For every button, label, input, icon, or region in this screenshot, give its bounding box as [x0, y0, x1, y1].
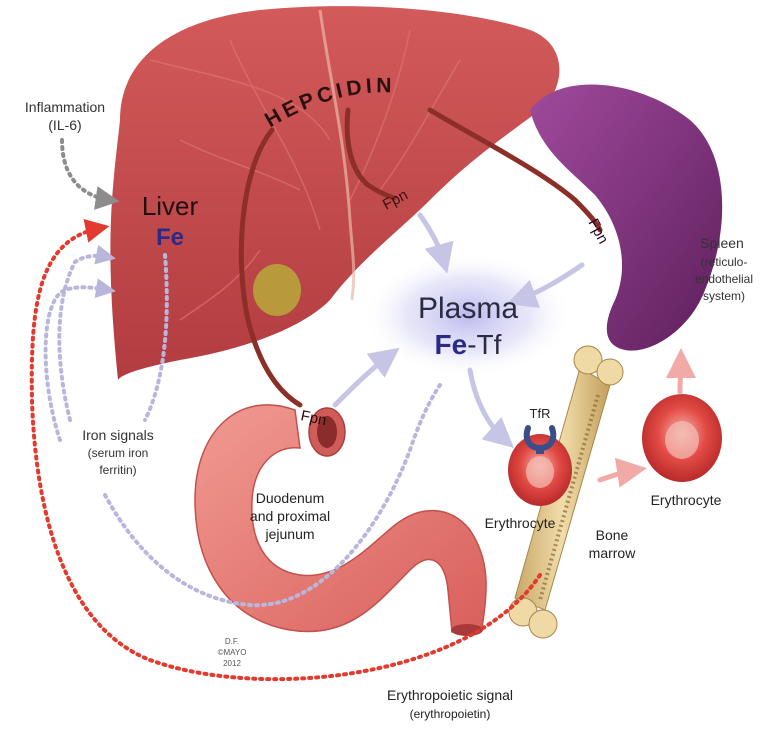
- spleen-label-4: system): [703, 289, 745, 303]
- iron-signals-label-2: (serum iron: [88, 446, 149, 460]
- credit-3: 2012: [223, 659, 241, 668]
- liver-fe-label: Fe: [156, 224, 184, 251]
- spleen-label-3: endothelial: [695, 272, 753, 286]
- spleen-label-1: Spleen: [700, 235, 744, 251]
- erythrocyte-left: [508, 434, 572, 506]
- tfr-label: TfR: [530, 406, 551, 421]
- plasma-fe: Fe: [435, 329, 468, 360]
- credit-1: D.F.: [225, 637, 239, 646]
- plasma-fe-tf-label: Fe-Tf: [435, 329, 502, 360]
- erythrocyte-right: [642, 394, 722, 482]
- inflammation-sublabel: (IL-6): [48, 117, 81, 133]
- plasma-tf: -Tf: [467, 329, 501, 360]
- erythropoietic-label-1: Erythropoietic signal: [387, 687, 513, 703]
- liver-label: Liver: [142, 191, 199, 221]
- plasma-label: Plasma: [418, 292, 518, 325]
- inflammation-signal: [62, 140, 110, 200]
- duodenum: [195, 405, 486, 636]
- iron-signals-label-3: ferritin): [99, 463, 136, 477]
- erythrocyte-label-left: Erythrocyte: [485, 515, 556, 531]
- gallbladder: [253, 264, 301, 316]
- fpn-label-spleen: Fpn: [584, 216, 611, 247]
- iron-signals-label-1: Iron signals: [82, 427, 154, 443]
- duodenum-label-2: and proximal: [250, 508, 330, 524]
- erythrocyte-label-right: Erythrocyte: [651, 492, 722, 508]
- duodenum-label-3: jejunum: [264, 526, 314, 542]
- erythropoietic-label-2: (erythropoietin): [410, 707, 491, 721]
- spleen-label-2: (reticulo-: [701, 255, 748, 269]
- duodenum-label-1: Duodenum: [256, 490, 325, 506]
- bone-marrow-label-1: Bone: [596, 527, 629, 543]
- inflammation-label: Inflammation: [25, 99, 105, 115]
- credit-2: ©MAYO: [218, 648, 247, 657]
- bone-marrow-label-2: marrow: [589, 545, 637, 561]
